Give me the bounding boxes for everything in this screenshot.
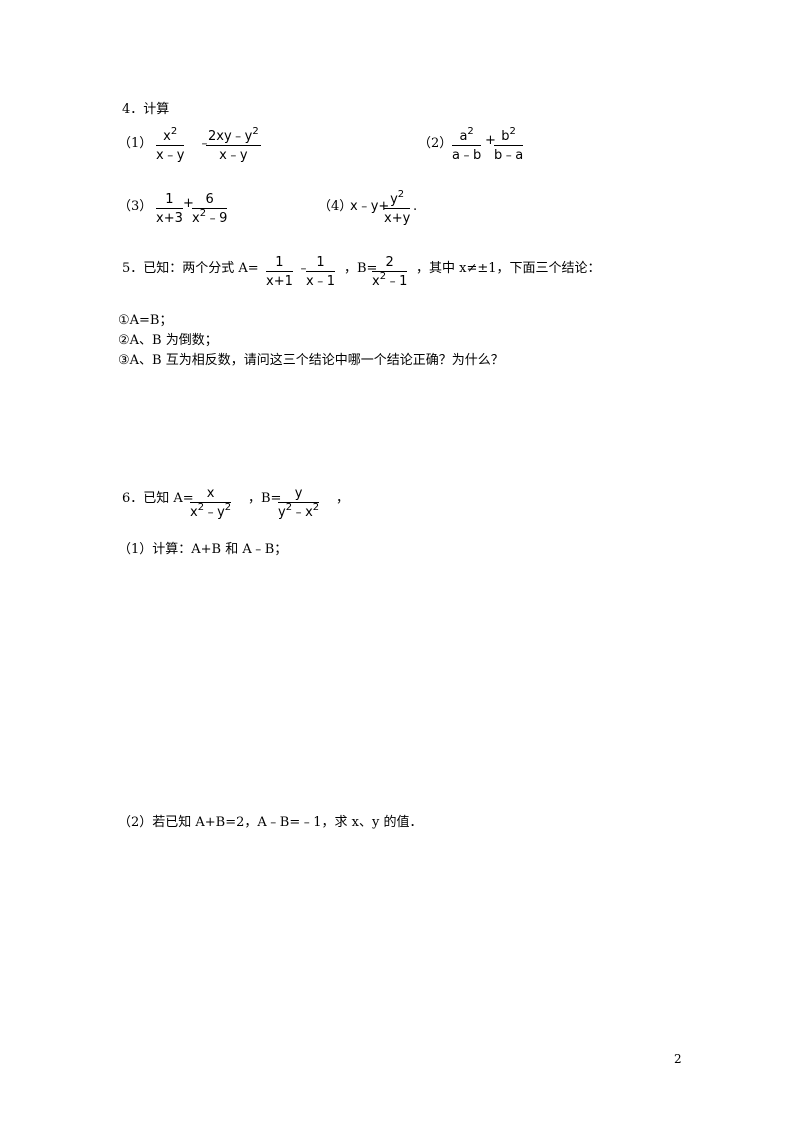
q5-tail: ，其中 x≠±1，下面三个结论：: [416, 261, 601, 276]
q4-p1-fraction-1: x2 x﹣y: [156, 126, 185, 163]
q6-subquestion-1: （1）计算：A+B 和 A﹣B；: [118, 542, 288, 557]
q4-p2-operator: +: [485, 133, 496, 148]
q4-title: 4．计算: [122, 102, 170, 117]
q4-p2-fraction-2: b2 b﹣a: [494, 126, 524, 163]
q6-fraction-2: y y2﹣x2: [278, 486, 320, 520]
q5-conclusion-1: ①A=B；: [118, 313, 173, 328]
q4-p2-label: （2）: [418, 136, 453, 151]
q4-p1-fraction-2: 2xy﹣y2 x﹣y: [206, 126, 261, 163]
page-number: 2: [674, 1052, 682, 1066]
q4-p3-label: （3）: [118, 199, 153, 214]
q4-p4-fraction: y2 x+y: [384, 189, 411, 226]
q4-p3-fraction-2: 6 x2﹣9: [192, 192, 228, 226]
q4-p1-operator: ﹣: [198, 136, 212, 151]
q6-intro: 6．已知 A=: [122, 491, 194, 506]
q4-p4-tail: .: [413, 199, 418, 214]
q4-p2-fraction-1: a2 a﹣b: [452, 126, 482, 163]
q6-subquestion-2: （2）若已知 A+B=2，A﹣B=﹣1，求 x、y 的值．: [118, 815, 423, 830]
q4-p1-label: （1）: [118, 136, 153, 151]
q6-mid: ，B=: [248, 491, 282, 506]
q4-p3-operator: +: [183, 196, 194, 211]
q5-intro: 5．已知：两个分式 A=: [122, 261, 259, 276]
q5-fraction-3: 2 x2﹣1: [372, 255, 408, 289]
q5-conclusion-2: ②A、B 为倒数；: [118, 333, 218, 348]
q5-operator: ﹣: [297, 261, 311, 276]
q5-conclusion-3: ③A、B 互为相反数，请问这三个结论中哪一个结论正确？为什么？: [118, 353, 504, 368]
q5-mid: ，B=: [344, 261, 378, 276]
q6-fraction-1: x x2﹣y2: [190, 486, 232, 520]
q5-fraction-1: 1 x+1: [266, 255, 293, 289]
q4-p3-fraction-1: 1 x+3: [156, 192, 183, 226]
q4-p4-lead: x﹣y+: [350, 199, 390, 214]
q4-p4-label: （4）: [318, 199, 353, 214]
q6-tail: ，: [336, 491, 350, 506]
q5-fraction-2: 1 x﹣1: [306, 255, 335, 289]
